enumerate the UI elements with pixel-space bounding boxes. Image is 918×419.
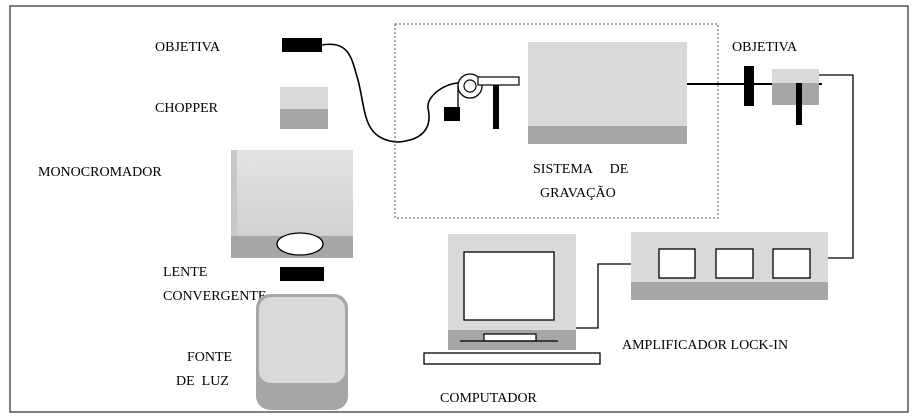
- lente-label-line1: LENTE: [163, 265, 207, 280]
- sistema-label-line1: SISTEMA DE: [533, 162, 628, 177]
- monocromador-block: [231, 150, 353, 258]
- objetiva-left-lens: [282, 38, 322, 52]
- amplificador-label: AMPLIFICADOR LOCK-IN: [622, 338, 788, 353]
- monitor-screen: [463, 251, 555, 321]
- detector-cable: [819, 74, 854, 259]
- disk-slot: [483, 333, 537, 342]
- outer-frame: [9, 5, 909, 413]
- monocromador-label: MONOCROMADOR: [38, 165, 162, 180]
- objetiva-right-label: OBJETIVA: [732, 40, 798, 55]
- keyboard: [423, 352, 601, 365]
- computador: [423, 234, 601, 365]
- chopper-label: CHOPPER: [155, 101, 219, 116]
- sistema-label-line2: GRAVAÇÃO: [540, 185, 616, 201]
- amplificador-display-2: [715, 248, 754, 279]
- amplificador-display-1: [658, 248, 696, 279]
- lente-label-line2: CONVERGENTE: [163, 289, 266, 304]
- detector-block: [772, 69, 819, 125]
- lente-convergente: [280, 267, 324, 281]
- fiber-holder: [444, 73, 520, 129]
- computer-cable: [576, 263, 631, 329]
- fonte-de-luz-block: [256, 294, 348, 410]
- sistema-dotted-frame: [394, 23, 719, 219]
- monocromador-aperture: [276, 232, 324, 256]
- amplificador-display-3: [772, 248, 811, 279]
- fonte-label-line1: FONTE: [187, 350, 232, 365]
- sistema-de-gravacao-block: [528, 42, 687, 144]
- chopper-block: [280, 87, 328, 129]
- objetiva-right-lens: [744, 66, 754, 106]
- fonte-label-line2: DE LUZ: [176, 374, 229, 389]
- amplificador-block: [631, 232, 828, 300]
- objetiva-left-label: OBJETIVA: [155, 40, 221, 55]
- computador-label: COMPUTADOR: [440, 391, 538, 406]
- optical-fiber-cable: [321, 43, 471, 143]
